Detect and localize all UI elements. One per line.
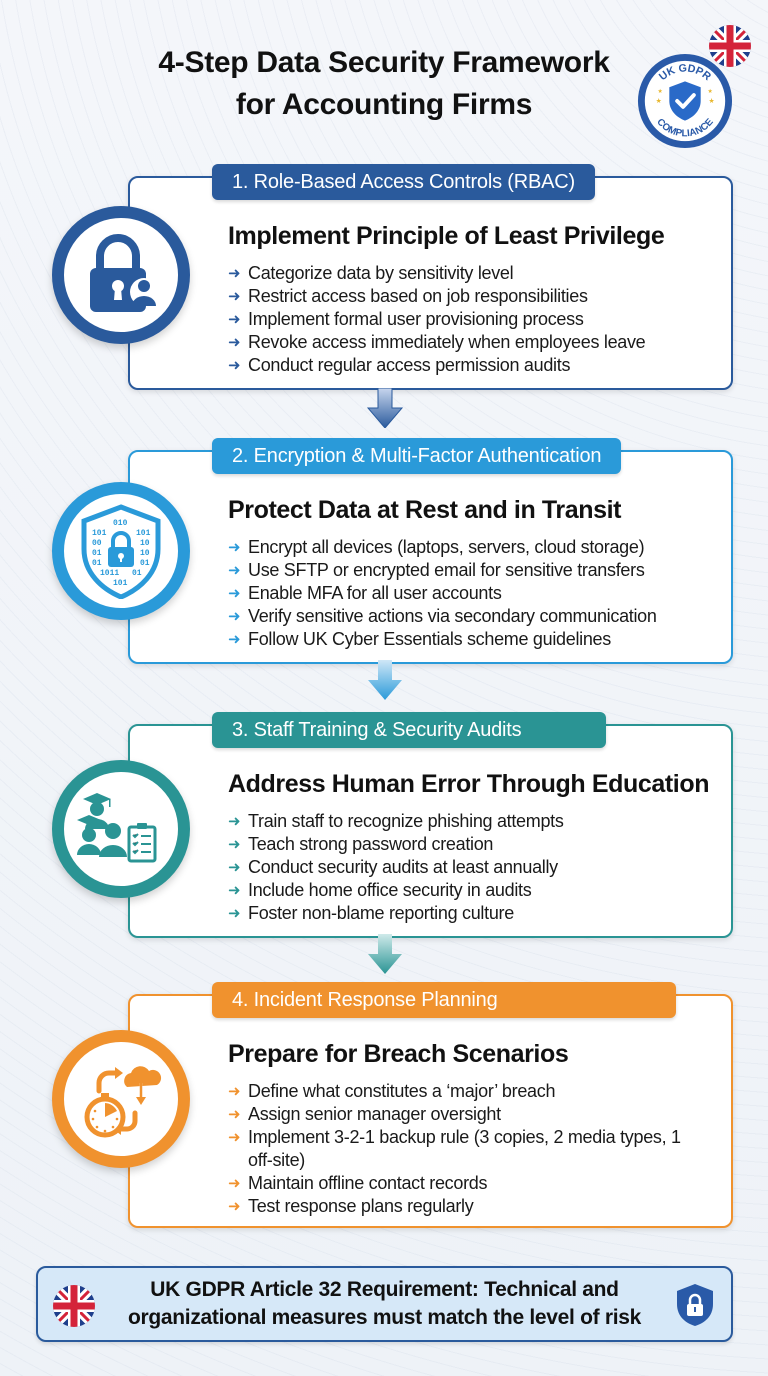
step-4-list: ➜Define what constitutes a ‘major’ breac… (228, 1080, 691, 1218)
list-item: ➜Use SFTP or encrypted email for sensiti… (228, 560, 645, 580)
arrow-bullet-icon: ➜ (228, 1083, 241, 1100)
step-2-icon-circle: 010 101 101 00 10 01 10 01 01 1011 01 10… (52, 482, 190, 620)
step-4-icon-circle (52, 1030, 190, 1168)
step-1-list: ➜Categorize data by sensitivity level ➜R… (228, 262, 715, 377)
arrow-bullet-icon: ➜ (228, 631, 241, 648)
step-4-heading: Prepare for Breach Scenarios (228, 1040, 569, 1068)
svg-text:★: ★ (658, 88, 663, 95)
list-item: ➜Conduct regular access permission audit… (228, 355, 571, 375)
list-item: ➜Assign senior manager oversight (228, 1104, 501, 1124)
list-item: ➜Maintain offline contact records (228, 1173, 488, 1193)
banner-line-1: UK GDPR Article 32 Requirement: Technica… (150, 1278, 619, 1301)
svg-text:01: 01 (132, 569, 142, 578)
step-2-tab: 2. Encryption & Multi-Factor Authenticat… (212, 438, 622, 474)
step-1-heading: Implement Principle of Least Privilege (228, 222, 665, 250)
step-1-tab: 1. Role-Based Access Controls (RBAC) (212, 164, 595, 200)
list-item: ➜Follow UK Cyber Essentials scheme guide… (228, 629, 611, 649)
svg-text:★: ★ (709, 98, 715, 105)
svg-text:10: 10 (140, 539, 150, 548)
step-1-icon-circle (52, 206, 190, 344)
arrow-bullet-icon: ➜ (228, 1198, 241, 1215)
list-item: ➜Teach strong password creation (228, 834, 494, 854)
banner-text: UK GDPR Article 32 Requirement: Technica… (108, 1276, 661, 1332)
graduates-checklist-icon (77, 793, 157, 863)
svg-text:★: ★ (656, 98, 662, 105)
binary-shield-lock-icon: 010 101 101 00 10 01 10 01 01 1011 01 10… (81, 504, 161, 599)
step-1-down-arrow-icon (366, 388, 404, 428)
svg-text:101: 101 (113, 579, 128, 588)
list-item: ➜Include home office security in audits (228, 880, 532, 900)
step-3-down-arrow-icon (368, 934, 402, 974)
title-line-2: for Accounting Firms (235, 88, 533, 121)
arrow-bullet-icon: ➜ (228, 585, 241, 602)
svg-text:101: 101 (136, 529, 151, 538)
shield-check-icon (669, 81, 701, 121)
arrow-bullet-icon: ➜ (228, 1129, 241, 1146)
svg-text:01: 01 (140, 559, 150, 568)
banner-line-2: organizational measures must match the l… (127, 1306, 642, 1329)
list-item: ➜Categorize data by sensitivity level (228, 263, 514, 283)
step-3-heading: Address Human Error Through Education (228, 770, 710, 798)
lock-user-icon (90, 234, 158, 312)
list-item: ➜Revoke access immediately when employee… (228, 332, 646, 352)
arrow-bullet-icon: ➜ (228, 311, 241, 328)
list-item: ➜Define what constitutes a ‘major’ breac… (228, 1081, 556, 1101)
arrow-bullet-icon: ➜ (228, 813, 241, 830)
title-line-1: 4-Step Data Security Framework (158, 46, 610, 79)
step-4-card: 4. Incident Response Planning Prepare fo… (128, 982, 733, 1228)
svg-text:010: 010 (113, 519, 128, 528)
arrow-bullet-icon: ➜ (228, 1175, 241, 1192)
arrow-bullet-icon: ➜ (228, 882, 241, 899)
list-item: ➜Conduct security audits at least annual… (228, 857, 558, 877)
list-item: ➜Verify sensitive actions via secondary … (228, 606, 657, 626)
step-1-card: 1. Role-Based Access Controls (RBAC) Imp… (128, 164, 733, 390)
list-item: ➜Enable MFA for all user accounts (228, 583, 502, 603)
uk-flag-icon (53, 1285, 95, 1327)
list-item: ➜Implement formal user provisioning proc… (228, 309, 584, 329)
list-item: ➜Train staff to recognize phishing attem… (228, 811, 564, 831)
list-item: ➜Foster non-blame reporting culture (228, 903, 514, 923)
list-item: ➜Test response plans regularly (228, 1196, 474, 1216)
svg-text:00: 00 (92, 539, 102, 548)
arrow-bullet-icon: ➜ (228, 562, 241, 579)
step-3-tab: 3. Staff Training & Security Audits (212, 712, 606, 748)
arrow-bullet-icon: ➜ (228, 1106, 241, 1123)
step-2-heading: Protect Data at Rest and in Transit (228, 496, 622, 524)
list-item: ➜Restrict access based on job responsibi… (228, 286, 588, 306)
svg-text:1011: 1011 (100, 569, 119, 578)
arrow-bullet-icon: ➜ (228, 288, 241, 305)
list-item: ➜Encrypt all devices (laptops, servers, … (228, 537, 645, 557)
list-item: ➜Implement 3-2-1 backup rule (3 copies, … (228, 1127, 681, 1170)
step-2-list: ➜Encrypt all devices (laptops, servers, … (228, 536, 715, 651)
stopwatch-cloud-backup-icon (84, 1066, 162, 1138)
step-4-tab: 4. Incident Response Planning (212, 982, 676, 1018)
arrow-bullet-icon: ➜ (228, 357, 241, 374)
page-title: 4-Step Data Security Framework for Accou… (0, 42, 768, 126)
arrow-bullet-icon: ➜ (228, 859, 241, 876)
step-3-card: 3. Staff Training & Security Audits Addr… (128, 712, 733, 938)
arrow-bullet-icon: ➜ (228, 608, 241, 625)
svg-text:★: ★ (708, 88, 713, 95)
svg-text:01: 01 (92, 559, 102, 568)
svg-text:10: 10 (140, 549, 150, 558)
arrow-bullet-icon: ➜ (228, 334, 241, 351)
svg-text:01: 01 (92, 549, 102, 558)
arrow-bullet-icon: ➜ (228, 905, 241, 922)
step-2-card: 2. Encryption & Multi-Factor Authenticat… (128, 438, 733, 664)
gdpr-compliance-badge: UK GDPR COMPLIANCE ★ ★ ★ ★ (637, 53, 733, 149)
step-3-list: ➜Train staff to recognize phishing attem… (228, 810, 715, 925)
svg-text:101: 101 (92, 529, 107, 538)
shield-lock-icon (677, 1284, 713, 1326)
step-2-down-arrow-icon (368, 660, 402, 700)
arrow-bullet-icon: ➜ (228, 265, 241, 282)
step-3-icon-circle (52, 760, 190, 898)
arrow-bullet-icon: ➜ (228, 836, 241, 853)
uk-flag-icon (709, 25, 751, 67)
gdpr-article-32-banner: UK GDPR Article 32 Requirement: Technica… (36, 1266, 733, 1342)
arrow-bullet-icon: ➜ (228, 539, 241, 556)
svg-text:UK GDPR: UK GDPR (657, 62, 713, 83)
